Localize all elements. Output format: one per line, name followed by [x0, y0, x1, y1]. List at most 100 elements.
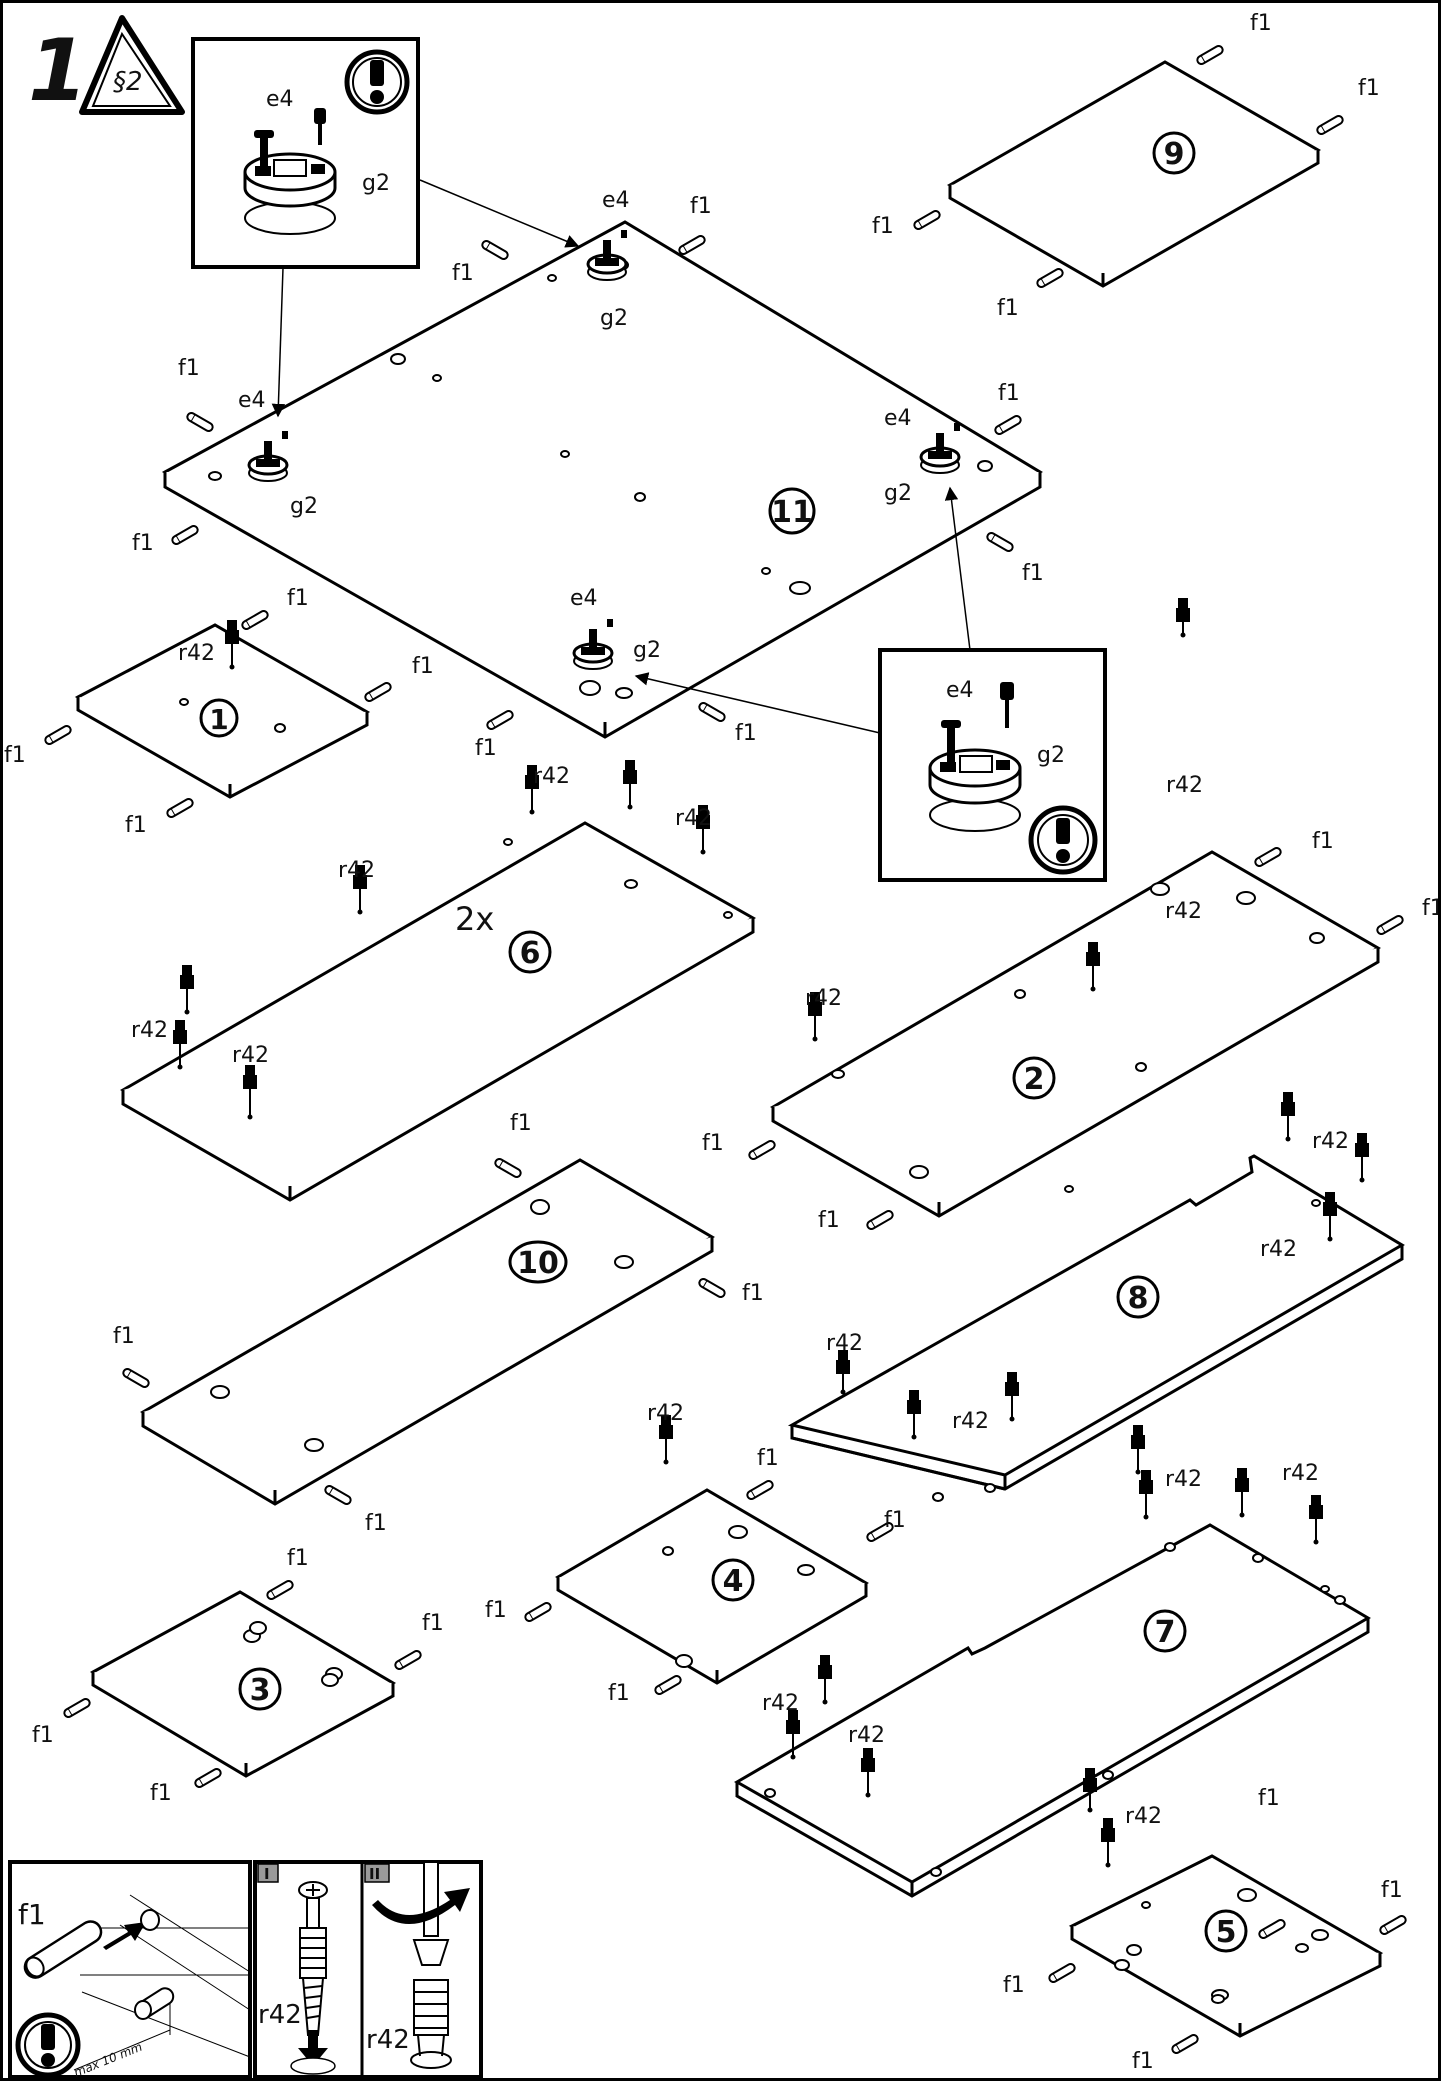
panel-hole: [1064, 1185, 1074, 1193]
connector-bolt: [818, 1655, 832, 1705]
connector-bolt: [353, 865, 367, 915]
panel-number-circle: [238, 1667, 282, 1711]
hardware-label: f1: [608, 1681, 630, 1706]
dowel-pin: [364, 682, 392, 702]
dowel-pin: [1254, 847, 1282, 867]
hardware-label: f1: [1381, 1878, 1403, 1903]
hardware-label: r42: [675, 806, 712, 831]
panel-8: [787, 1154, 1405, 1491]
hardware-label: f1: [690, 194, 712, 219]
panel-number-10: 10: [517, 1246, 559, 1281]
hardware-label: f1: [997, 296, 1019, 321]
panel-7: [733, 1523, 1371, 1898]
quantity-label: 2x: [455, 900, 494, 938]
cam-lock: [572, 619, 614, 670]
dowel-pin: [1196, 45, 1224, 65]
hardware-label: r42: [338, 858, 375, 883]
connector-bolt: [808, 992, 822, 1042]
panel-hole: [1237, 1888, 1257, 1902]
connector-bolt: [1235, 1468, 1249, 1518]
dowel-pin: [1316, 115, 1344, 135]
hardware-label: e4: [602, 188, 630, 213]
panel-number-2: 2: [1024, 1062, 1045, 1097]
hardware-label: f1: [998, 381, 1020, 406]
step-one-label: I: [264, 1865, 270, 1883]
dowel-pin: [678, 235, 706, 255]
hardware-label: r42: [533, 764, 570, 789]
panel-hole: [210, 1385, 230, 1399]
dowel-pin: [486, 710, 514, 730]
connector-bolt: [1005, 1372, 1019, 1422]
hardware-label: f1: [287, 1546, 309, 1571]
panel-number-11: 11: [771, 495, 813, 530]
panel-10: [140, 1158, 715, 1506]
hardware-label: r42: [805, 986, 842, 1011]
warning-badge: §2: [113, 67, 143, 97]
panel-hole: [1135, 1062, 1147, 1072]
connector-bolt: [861, 1748, 875, 1798]
panel-hole: [1141, 1901, 1151, 1909]
panel-hole: [614, 1255, 634, 1269]
connector-bolt: [1176, 598, 1190, 638]
hardware-label: f1: [1358, 76, 1380, 101]
connector-bolt: [1281, 1092, 1295, 1142]
dowel-pin: [122, 1368, 150, 1388]
dowel-pin: [1036, 268, 1064, 288]
connector-bolt: [1139, 1470, 1153, 1520]
hardware-label: f1: [757, 1446, 779, 1471]
panel-hole: [930, 1867, 942, 1877]
hardware-label: f1: [742, 1281, 764, 1306]
cam-lock: [247, 431, 289, 482]
hardware-label: f1: [32, 1723, 54, 1748]
connector-instruction-box: I II r42 r42: [253, 1860, 483, 2079]
panel-number-circle: [1012, 1056, 1056, 1100]
panel-number-circle: [199, 698, 239, 738]
panel-number-5: 5: [1216, 1915, 1237, 1950]
hardware-label: r42: [178, 641, 215, 666]
panel-number-circle: [1204, 1909, 1248, 1953]
dowel-pins: [44, 45, 1407, 2054]
dowel-pin: [698, 702, 726, 722]
panel-hole: [723, 911, 733, 919]
panel-hole: [764, 1788, 776, 1798]
panel-hole: [615, 687, 633, 699]
panel-hole: [1334, 1595, 1346, 1605]
panel-number-circle: [1152, 131, 1196, 175]
panel-number-circle: [1143, 1609, 1187, 1653]
hardware-label: f1: [125, 813, 147, 838]
dowel-pin: [1171, 2034, 1199, 2054]
hardware-label: f1: [1312, 829, 1334, 854]
panel-hole: [249, 1621, 267, 1635]
hardware-label: r42: [1282, 1461, 1319, 1486]
panel-hole: [1320, 1585, 1330, 1593]
hardware-label: f1: [178, 356, 200, 381]
hardware-label: f1: [4, 743, 26, 768]
pointer-arrows: [271, 179, 971, 734]
panel-hole: [1309, 932, 1325, 944]
panel-hole: [321, 1673, 339, 1687]
dowel-pin-large: [23, 1920, 103, 1979]
dowel-pin: [186, 412, 214, 432]
exclamation-circle-icon: [15, 2012, 81, 2078]
hardware-label: f1: [150, 1781, 172, 1806]
panel-number-3: 3: [250, 1673, 271, 1708]
hardware-label: f1: [422, 1611, 444, 1636]
hardware-label: r42: [1166, 773, 1203, 798]
panel-hole: [984, 1483, 996, 1493]
dowel-pin: [524, 1602, 552, 1622]
panel-hole: [1311, 1199, 1321, 1207]
connector-bolt: [180, 965, 194, 1015]
hardware-label: e4: [570, 586, 598, 611]
hardware-label: f1: [287, 586, 309, 611]
panel-hole: [789, 581, 811, 595]
connector-bolt: [1083, 1768, 1097, 1813]
connector-bolt: [173, 1020, 187, 1070]
connector-bolt: [836, 1350, 850, 1395]
dowel-pin: [866, 1522, 894, 1542]
panel-hole: [634, 492, 646, 502]
hardware-label: f1: [818, 1208, 840, 1233]
panel-hole: [432, 374, 442, 382]
panel-number-circle: [508, 1240, 568, 1284]
panel-number-circle: [1116, 1275, 1160, 1319]
